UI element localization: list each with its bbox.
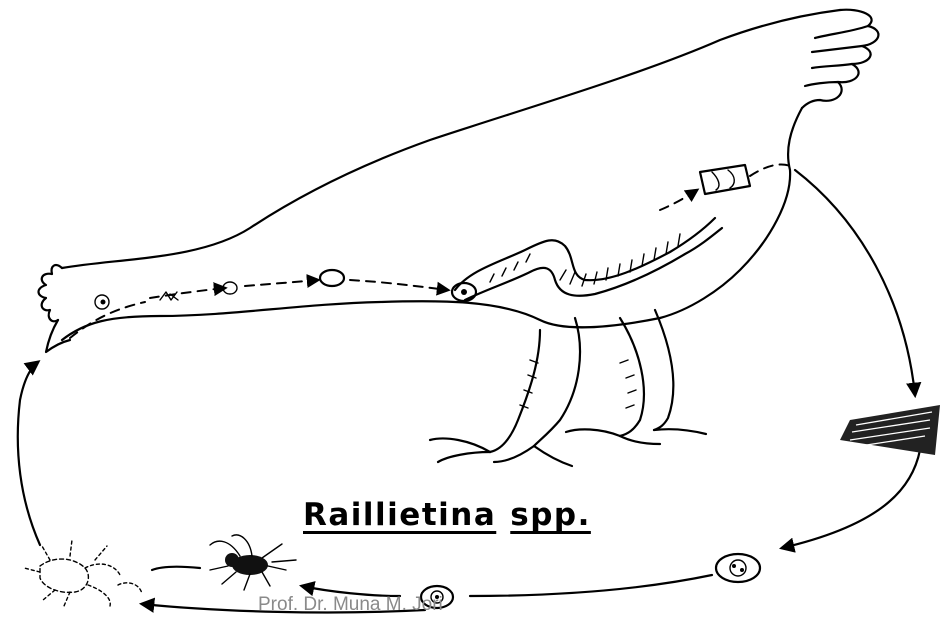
credit-watermark: Prof. Dr. Muna M. Jori [258,594,443,616]
life-cycle-arrows [18,170,920,612]
title-genus: Raillietina [303,497,496,533]
feces-packet-icon [840,405,940,455]
cysticercoid-icon [320,270,344,286]
egg-icon [716,554,760,582]
ingestion-path [70,270,448,338]
diagram-title: Raillietina spp. [303,497,591,533]
beetle-icon [24,540,142,606]
intestine-drawing [452,164,790,301]
insect-host-icon [210,535,296,590]
title-suffix: spp. [510,497,591,533]
chicken-drawing [39,10,879,466]
